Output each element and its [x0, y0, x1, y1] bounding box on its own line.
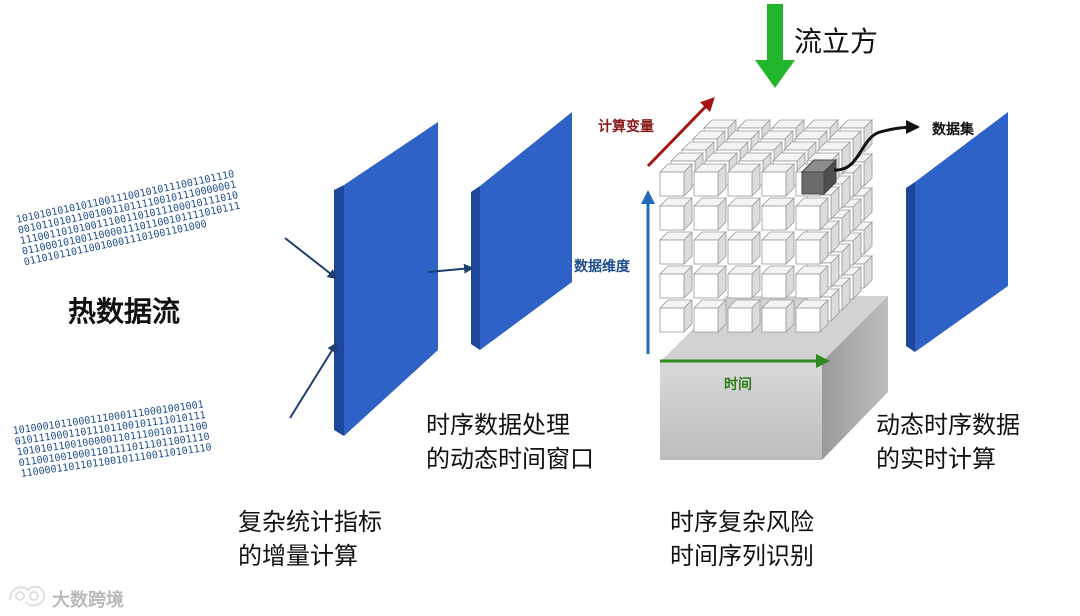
- grid-cube: [761, 299, 795, 333]
- panel-incremental-calc: [334, 122, 438, 436]
- stream-cube-input-arrow: [755, 4, 795, 88]
- incremental-calc-label: 复杂统计指标 的增量计算: [238, 505, 382, 573]
- grid-cube: [693, 265, 727, 299]
- risk-identify-line-1: 时序复杂风险: [670, 508, 814, 536]
- grid-cube: [693, 197, 727, 231]
- selected-data-cube: [800, 158, 838, 196]
- grid-cube: [761, 265, 795, 299]
- dynamic-window-line-1: 时序数据处理: [426, 411, 570, 439]
- risk-identify-label: 时序复杂风险 时间序列识别: [670, 505, 814, 573]
- realtime-calc-line-1: 动态时序数据: [876, 411, 1020, 439]
- dynamic-window-label: 时序数据处理 的动态时间窗口: [426, 408, 594, 476]
- grid-cube: [795, 299, 829, 333]
- arrow-panel1-to-panel2: [427, 263, 474, 274]
- watermark-text: 大数跨境: [52, 590, 124, 611]
- grid-cube: [727, 231, 761, 265]
- grid-cube: [727, 163, 761, 197]
- grid-cube: [795, 197, 829, 231]
- grid-cube: [659, 163, 693, 197]
- grid-cube: [693, 299, 727, 333]
- panel-realtime-calc: [906, 112, 1008, 352]
- hot-data-stream-label: 热数据流: [68, 295, 181, 328]
- grid-cube: [795, 265, 829, 299]
- realtime-calc-line-2: 的实时计算: [876, 445, 996, 473]
- arrow-lower-to-panel1: [289, 342, 338, 419]
- grid-cube: [761, 197, 795, 231]
- incremental-calc-line-2: 的增量计算: [238, 542, 358, 570]
- dynamic-window-line-2: 的动态时间窗口: [426, 445, 594, 473]
- grid-cube: [727, 265, 761, 299]
- grid-cube: [727, 197, 761, 231]
- risk-identify-line-2: 时间序列识别: [670, 542, 814, 570]
- stream-cube-grid: [659, 119, 873, 333]
- grid-cube: [659, 197, 693, 231]
- grid-cube: [761, 163, 795, 197]
- calc-variable-label: 计算变量: [598, 119, 654, 135]
- grid-cube: [795, 231, 829, 265]
- binary-stream-upper: 1010101010101100111001010111001101110001…: [15, 169, 241, 268]
- grid-cube: [693, 231, 727, 265]
- grid-cube: [727, 299, 761, 333]
- stream-cube-label: 流立方: [794, 25, 879, 58]
- arrow-cube-to-data: [833, 120, 920, 172]
- grid-cube: [659, 299, 693, 333]
- panel-dynamic-window: [471, 112, 572, 350]
- watermark-logo-icon: [9, 585, 46, 607]
- binary-stream-lower: 1010001011000111000111000100100101011100…: [12, 399, 212, 480]
- data-dimension-label: 数据维度: [574, 259, 630, 275]
- arrow-upper-to-panel1: [284, 237, 338, 280]
- grid-cube: [659, 231, 693, 265]
- grid-cube: [761, 231, 795, 265]
- incremental-calc-line-1: 复杂统计指标: [238, 508, 382, 536]
- calc-variable-arrow: [646, 97, 715, 168]
- time-axis-label: 时间: [724, 377, 752, 393]
- grid-cube: [693, 163, 727, 197]
- data-output-label: 数据集: [932, 122, 974, 138]
- realtime-calc-label: 动态时序数据 的实时计算: [876, 408, 1020, 476]
- grid-cube: [659, 265, 693, 299]
